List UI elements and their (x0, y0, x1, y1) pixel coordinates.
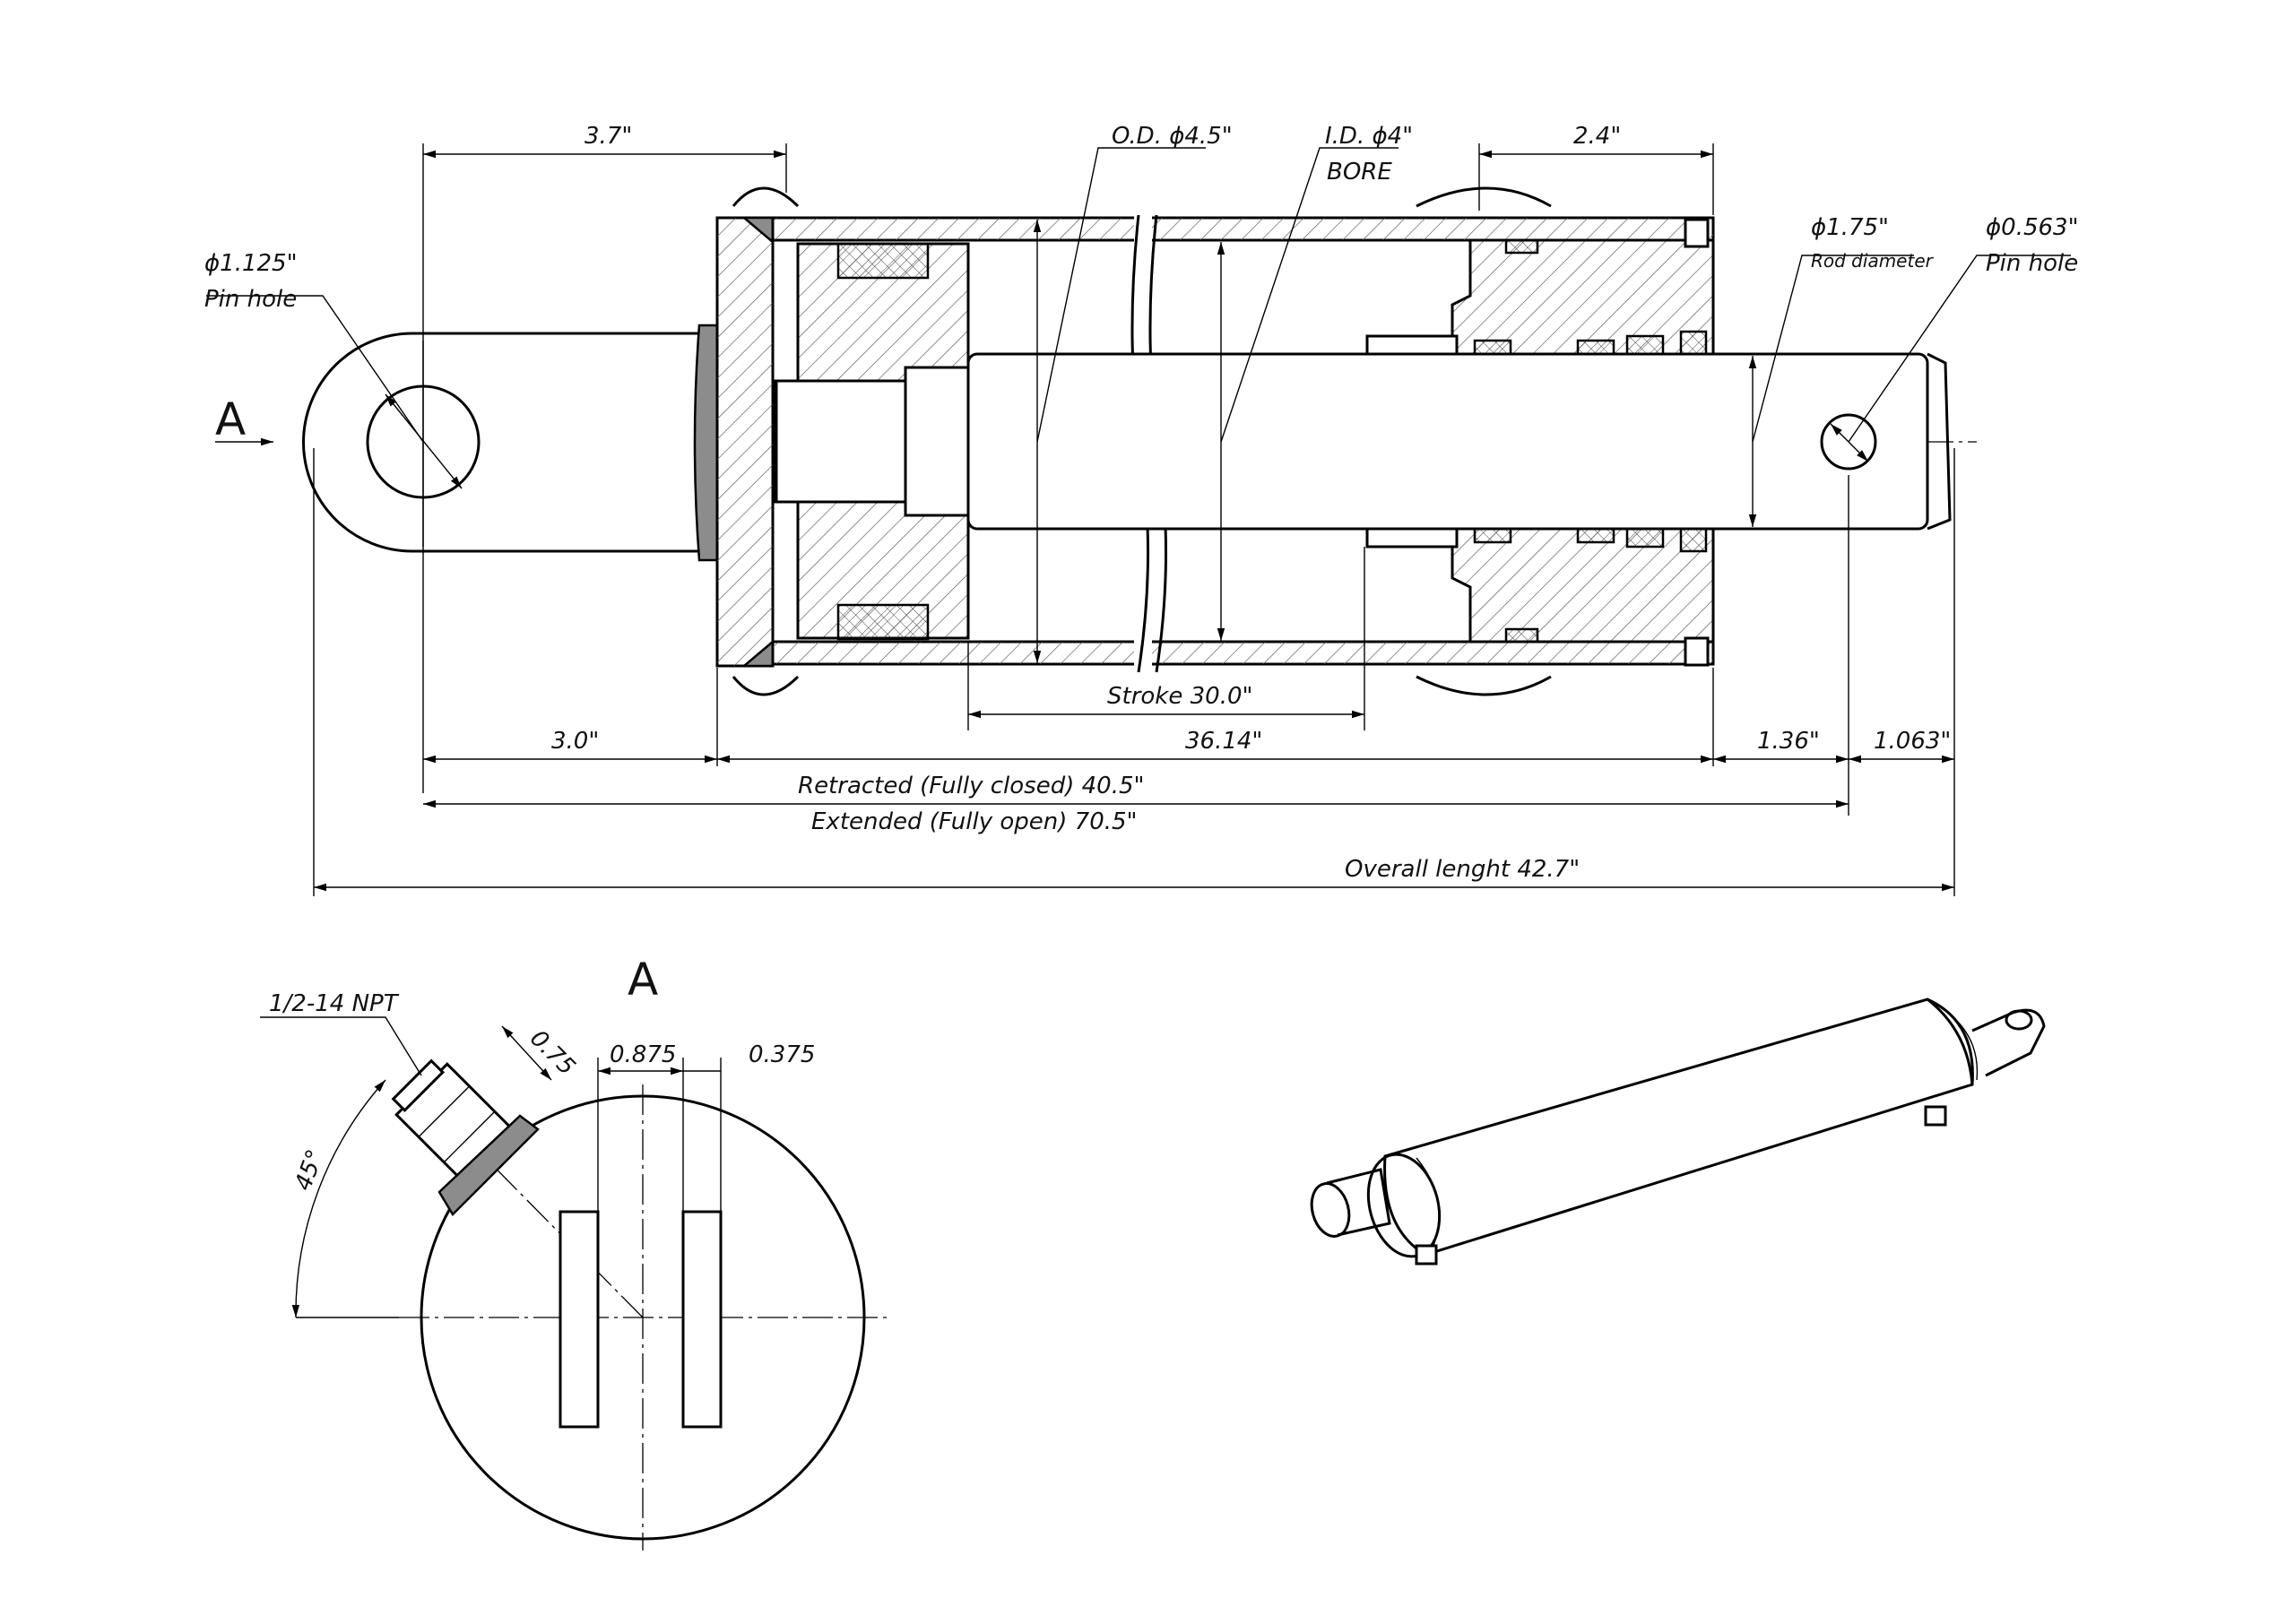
dim-id: I.D. ϕ4" (1325, 123, 1413, 150)
section-view: A 3.7" (204, 123, 2079, 896)
isometric-view (1310, 998, 2046, 1266)
end-view-a: A 1/2-14 NPT 0.75 0.875 0.375 45° (260, 954, 888, 1551)
dim-rod-pin: ϕ0.563" (1986, 214, 2079, 241)
dim-base-pin-note: Pin hole (204, 286, 297, 313)
dim-eye-to-head: 3.7" (585, 123, 632, 150)
dim-od: O.D. ϕ4.5" (1112, 123, 1233, 150)
piston-seal-top (836, 242, 930, 280)
cap-port-bottom (732, 675, 800, 696)
dim-gland-len: 2.4" (1573, 123, 1621, 150)
dim-overall: Overall lenght 42.7" (1345, 856, 1580, 883)
dim-rod-tip: 1.063" (1874, 728, 1951, 755)
section-marker: A (215, 393, 246, 445)
piston (774, 242, 974, 641)
base-clevis-eye (302, 332, 701, 553)
gland-seal-1 (1473, 339, 1512, 356)
iso-clevis-hole (2005, 1009, 2033, 1031)
dim-base-len: 3.0" (551, 728, 599, 755)
iso-clevis (1971, 1008, 2046, 1077)
gland-seal-4 (1679, 330, 1708, 356)
dim-bore: BORE (1327, 159, 1392, 186)
dim-stroke: Stroke 30.0" (1107, 683, 1252, 710)
gland-seal-3 (1625, 334, 1665, 356)
gland-port-top (1416, 186, 1552, 208)
iso-barrel (1383, 998, 1974, 1257)
cap-port-top (732, 186, 800, 208)
end-view-angle: 45° (290, 1146, 329, 1195)
dim-retracted: Retracted (Fully closed) 40.5" (798, 773, 1144, 799)
dim-rod-ext: 1.36" (1757, 728, 1820, 755)
piston-seal-bottom (836, 603, 930, 641)
iso-rod-end (1310, 1182, 1351, 1238)
dim-rod-dia: ϕ1.75" (1811, 214, 1889, 241)
iso-port-back (1924, 1105, 1947, 1127)
end-view-port-len: 0.75 (524, 1025, 580, 1081)
port-weld (437, 1114, 540, 1217)
dim-extended: Extended (Fully open) 70.5" (811, 808, 1138, 835)
base-weld (693, 324, 719, 562)
slot-left (559, 1210, 600, 1429)
gland (1365, 218, 1715, 667)
slot-right (681, 1210, 723, 1429)
dim-rod-dia-note: Rod diameter (1811, 250, 1935, 272)
end-view-slot-gap: 0.875 (610, 1041, 676, 1068)
dim-barrel-len: 36.14" (1185, 728, 1262, 755)
gland-port-bottom (1416, 675, 1552, 696)
end-view-port: 1/2-14 NPT (269, 990, 400, 1017)
gland-seal-2 (1576, 339, 1615, 356)
iso-rod-stub (1326, 1168, 1391, 1237)
end-view-slot-width: 0.375 (749, 1041, 815, 1068)
view-label: A (628, 954, 658, 1006)
rod-pin-hole (1820, 413, 1877, 471)
iso-port-front (1415, 1244, 1438, 1266)
piston-rod (966, 352, 1952, 531)
barrel (771, 211, 1715, 677)
dim-base-pin: ϕ1.125" (204, 250, 298, 277)
dim-rod-pin-note: Pin hole (1986, 250, 2078, 277)
